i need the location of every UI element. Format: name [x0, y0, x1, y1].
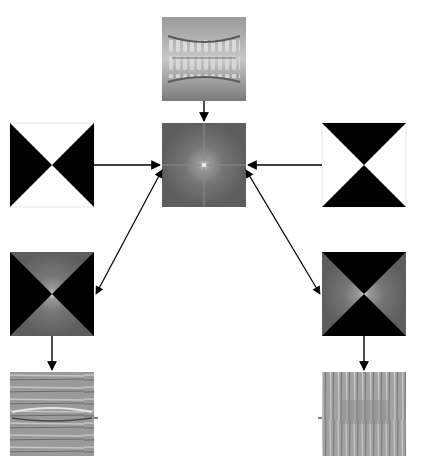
arrow-spectrum-to-filtered-left	[95, 169, 163, 295]
dental-xray-image	[162, 17, 246, 101]
arrow-spectrum-to-filtered-right	[245, 169, 321, 295]
fourier-spectrum-image	[162, 123, 246, 207]
reconstruction-vertical-image	[322, 372, 406, 456]
filtered-spectrum-vertical-image	[322, 252, 406, 336]
mask-vertical-image	[321, 122, 407, 208]
filtered-spectrum-horizontal-image	[10, 252, 94, 336]
mask-horizontal-image	[9, 122, 95, 208]
reconstruction-horizontal-image	[10, 372, 94, 456]
